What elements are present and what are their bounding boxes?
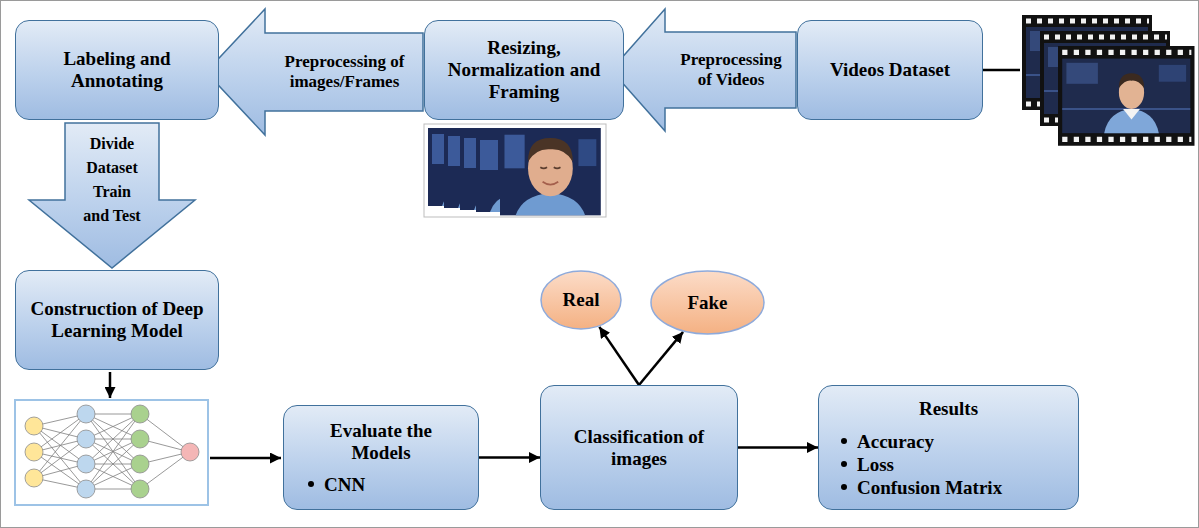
node-label: Divide Dataset Train and Test — [81, 132, 143, 228]
input-neuron — [25, 417, 43, 435]
node-label: Confusion Matrix — [857, 476, 1002, 499]
arrow-outline — [29, 123, 195, 268]
flow-arrow — [109, 372, 112, 398]
face-frames — [424, 124, 606, 217]
node-label: Accuracy — [857, 430, 934, 453]
process-box: ResultsAccuracyLossConfusion Matrix — [818, 385, 1079, 510]
face-frame — [500, 128, 601, 215]
node-label: Loss — [857, 453, 894, 476]
process-box: Classification of images — [540, 385, 738, 510]
hidden-neuron — [77, 430, 95, 448]
bullet-dot — [841, 484, 847, 490]
node-content: Videos Dataset — [798, 51, 982, 89]
node-content: ResultsAccuracyLossConfusion Matrix — [819, 389, 1078, 507]
node-content: Real — [563, 289, 600, 311]
input-neuron — [25, 469, 43, 487]
bullet-dot — [308, 481, 314, 487]
node-label: CNN — [324, 474, 365, 496]
hidden-neuron — [77, 455, 95, 473]
node-content: Fake — [687, 292, 727, 314]
node-content: Preprocessing of images/Frames — [277, 52, 413, 92]
node-label: Resizing, Normalization and Framing — [445, 37, 603, 103]
network-nodes — [25, 405, 199, 498]
flow-connector — [479, 456, 540, 459]
result-oval: Real — [540, 270, 622, 330]
block-arrow: Preprocessing of Videos — [610, 8, 797, 132]
node-label: Preprocessing of images/Frames — [277, 52, 413, 92]
network-links — [34, 414, 190, 489]
bullet-item: Loss — [835, 453, 1062, 476]
hidden-neuron — [131, 405, 149, 423]
process-box: Evaluate the ModelsCNN — [283, 405, 479, 510]
process-box: Construction of Deep Learning Model — [15, 270, 219, 370]
output-neuron — [181, 443, 199, 461]
node-label: Evaluate the Models — [302, 420, 460, 464]
hidden-neuron — [77, 405, 95, 423]
node-content: Classification of images — [541, 418, 737, 478]
video-film-strip — [1022, 15, 1195, 146]
flow-connector — [738, 446, 818, 449]
film-frame — [1058, 46, 1195, 146]
hidden-neuron — [131, 480, 149, 498]
node-content: Preprocessing of Videos — [676, 50, 786, 90]
node-content: Evaluate the ModelsCNN — [284, 412, 478, 504]
flow-arrow — [210, 457, 281, 460]
block-arrow: Preprocessing of images/Frames — [205, 8, 424, 136]
bullet-dot — [841, 438, 847, 444]
node-label: Results — [835, 397, 1062, 420]
node-content: Resizing, Normalization and Framing — [425, 29, 623, 111]
hidden-neuron — [77, 480, 95, 498]
node-label: Fake — [687, 292, 727, 314]
frames-panel — [424, 124, 606, 217]
oval-outline — [541, 271, 621, 329]
result-oval: Fake — [650, 270, 765, 335]
flow-connector — [639, 332, 683, 385]
arrow-outline — [611, 9, 796, 131]
node-content: Construction of Deep Learning Model — [16, 292, 218, 348]
bullet-item: CNN — [302, 474, 460, 496]
process-box: Videos Dataset — [797, 20, 983, 120]
input-neuron — [25, 443, 43, 461]
node-label: Construction of Deep Learning Model — [30, 298, 204, 342]
node-label: Real — [563, 289, 600, 311]
bullet-item: Confusion Matrix — [835, 476, 1062, 499]
bullet-dot — [841, 461, 847, 467]
arrow-outline — [206, 9, 423, 135]
node-label: Preprocessing of Videos — [676, 50, 786, 90]
neural-network-illustration — [15, 400, 208, 505]
hidden-neuron — [131, 455, 149, 473]
process-box: Resizing, Normalization and Framing — [424, 20, 624, 120]
hidden-neuron — [131, 430, 149, 448]
node-content: Divide Dataset Train and Test — [81, 132, 143, 228]
block-arrow: Divide Dataset Train and Test — [28, 122, 196, 269]
node-label: Classification of images — [571, 426, 707, 470]
node-label: Videos Dataset — [824, 59, 956, 81]
network-frame — [15, 400, 208, 505]
flow-connector — [599, 327, 639, 385]
process-box: Labeling and Annotating — [15, 20, 219, 120]
node-label: Labeling and Annotating — [30, 48, 204, 92]
node-content: Labeling and Annotating — [16, 40, 218, 100]
bullet-item: Accuracy — [835, 430, 1062, 453]
oval-outline — [651, 271, 764, 334]
